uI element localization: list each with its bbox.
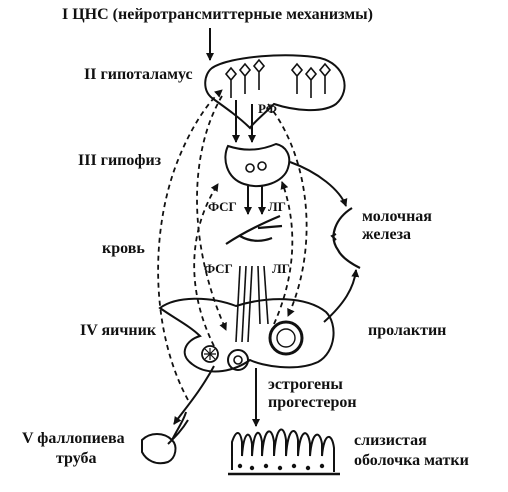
hypothalamus-neurons (224, 58, 332, 98)
corpus-luteum (268, 320, 304, 356)
level-hypothalamus-label: II гипоталамус (84, 66, 193, 83)
hormones-label-line2: прогестерон (268, 394, 357, 411)
ovary-follicle-spokes (204, 348, 216, 360)
neuron-glyph (304, 66, 318, 98)
feedback-dashed-inner (193, 183, 219, 347)
feedback-dashed-right (267, 103, 308, 317)
uterus-label-line1: слизистая (354, 432, 427, 449)
lh-label-bottom: ЛГ (272, 261, 290, 276)
level-ovary-label: IV яичник (80, 322, 157, 339)
level-cns-label: I ЦНС (нейротрансмиттерные механизмы) (62, 6, 373, 23)
ovary-follicle (227, 349, 249, 371)
ovary-follicle-core (233, 355, 243, 365)
rf-label: РФ (258, 101, 277, 116)
ovary-to-tube-arrow (173, 365, 215, 425)
uterine-mucosa-shape (231, 428, 335, 472)
level-tube-label-line2: труба (56, 450, 97, 467)
neuron-glyph (290, 62, 304, 94)
level-pituitary-label: III гипофиз (78, 152, 162, 169)
fsh-label-bottom: ФСГ (204, 261, 233, 276)
breast-shape (332, 207, 361, 269)
pituitary-cell (245, 163, 255, 173)
lh-label-top: ЛГ (268, 199, 286, 214)
uterus-label-line2: оболочка матки (354, 452, 469, 469)
pituitary-cell (257, 161, 267, 171)
neuron-glyph (252, 58, 266, 90)
uterine-mucosa-cells (237, 463, 325, 471)
feedback-dashed-right-up (273, 181, 294, 325)
fallopian-tube-shape (141, 411, 189, 465)
neuron-glyph (318, 62, 332, 94)
prolactin-label: пролактин (368, 322, 447, 339)
breast-nipple (330, 233, 337, 241)
blood-label: кровь (102, 240, 145, 257)
corpus-luteum-inner (276, 328, 296, 348)
pituitary-to-breast-arrow (289, 161, 348, 207)
ovary-shape (158, 297, 335, 373)
neuron-glyph (238, 62, 252, 94)
hypothalamus-shape (204, 54, 346, 130)
neuron-glyph (224, 66, 238, 98)
feedback-dashed-outer (157, 89, 223, 401)
blood-vessel-shape (225, 214, 283, 245)
breast-label-line2: железа (362, 226, 411, 243)
ovary-to-breast-arrow (323, 269, 360, 323)
pituitary-shape (224, 142, 291, 187)
fsh-label-top: ФСГ (208, 199, 237, 214)
ovary-follicle (201, 345, 219, 363)
level-tube-label-line1: V фаллопиева (22, 430, 125, 447)
hormones-label-line1: эстрогены (268, 376, 343, 393)
breast-label-line1: молочная (362, 208, 432, 225)
